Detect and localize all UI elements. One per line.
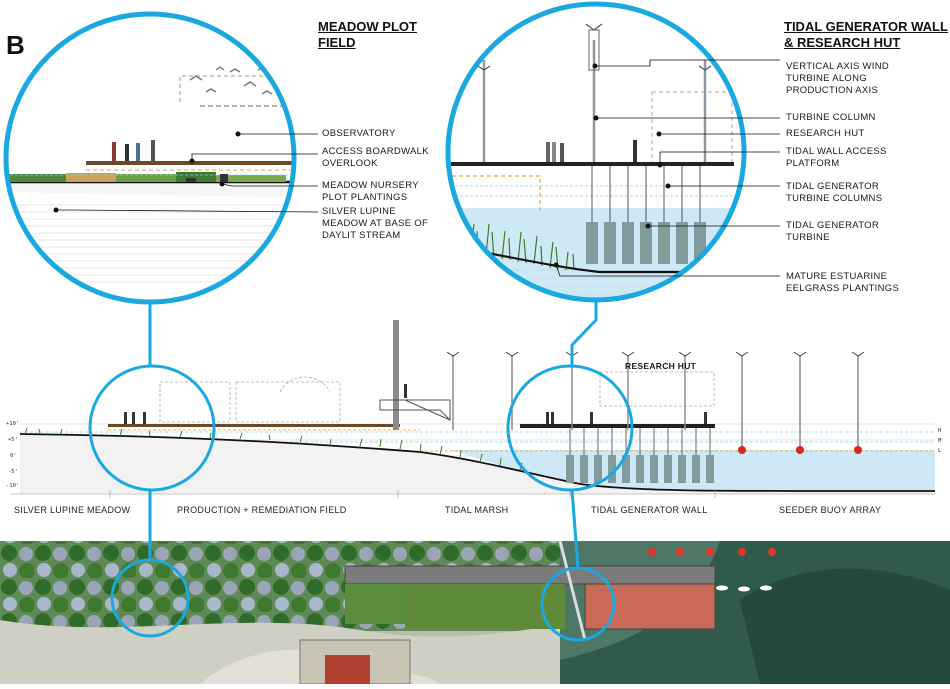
label-line: OVERLOOK bbox=[322, 158, 378, 169]
label-meadow-nursery: MEADOW NURSERY PLOT PLANTINGS bbox=[322, 180, 419, 204]
label-line: TURBINE bbox=[786, 232, 830, 243]
elevation-mark: +5' bbox=[8, 437, 18, 443]
label-observatory: OBSERVATORY bbox=[322, 128, 396, 140]
label-tidal-turbine: TIDAL GENERATOR TURBINE bbox=[786, 220, 879, 244]
panel-letter: B bbox=[6, 30, 25, 60]
elevation-mark: -5' bbox=[8, 469, 18, 475]
label-line: PRODUCTION AXIS bbox=[786, 85, 879, 96]
label-line: MATURE ESTUARINE bbox=[786, 271, 888, 282]
elevation-mark: +10' bbox=[6, 421, 20, 427]
label-line: TIDAL GENERATOR bbox=[786, 220, 880, 231]
aerial-plan bbox=[0, 541, 950, 684]
label-research-hut: RESEARCH HUT bbox=[786, 128, 865, 140]
callout-right-art bbox=[448, 4, 744, 300]
right-title-line: & RESEARCH HUT bbox=[784, 35, 901, 50]
right-title-line: TIDAL GENERATOR WALL bbox=[784, 19, 948, 34]
label-line: EELGRASS PLANTINGS bbox=[786, 283, 900, 294]
section-callout-ring-left bbox=[88, 364, 216, 492]
section-research-hut-label: RESEARCH HUT bbox=[625, 361, 697, 371]
label-line: PLOT PLANTINGS bbox=[322, 192, 408, 203]
label-line: TURBINE ALONG bbox=[786, 73, 867, 84]
label-line: TURBINE COLUMNS bbox=[786, 193, 883, 204]
elevation-mark: -10' bbox=[6, 483, 20, 489]
zone-label: PRODUCTION + REMEDIATION FIELD bbox=[177, 505, 347, 515]
label-line: VERTICAL AXIS WIND bbox=[786, 61, 890, 72]
label-wind-turbine: VERTICAL AXIS WIND TURBINE ALONG PRODUCT… bbox=[786, 61, 889, 97]
section-callout-ring-right bbox=[506, 364, 634, 492]
label-turbine-column: TURBINE COLUMN bbox=[786, 112, 876, 124]
label-tidal-turbine-columns: TIDAL GENERATOR TURBINE COLUMNS bbox=[786, 181, 882, 205]
label-line: TIDAL WALL ACCESS bbox=[786, 146, 887, 157]
zone-label: SEEDER BUOY ARRAY bbox=[779, 505, 882, 515]
label-line: TURBINE COLUMN bbox=[786, 112, 876, 123]
label-line: SILVER LUPINE bbox=[322, 206, 396, 217]
label-access-boardwalk: ACCESS BOARDWALK OVERLOOK bbox=[322, 146, 429, 170]
callout-ring-left bbox=[3, 11, 297, 305]
label-silver-lupine: SILVER LUPINE MEADOW AT BASE OF DAYLIT S… bbox=[322, 206, 428, 242]
label-line: OBSERVATORY bbox=[322, 128, 396, 139]
label-line: DAYLIT STREAM bbox=[322, 230, 401, 241]
callout-left-art bbox=[6, 14, 294, 302]
zone-label: SILVER LUPINE MEADOW bbox=[14, 505, 131, 515]
left-callout-title: MEADOW PLOT FIELD bbox=[318, 19, 417, 51]
label-line: TIDAL GENERATOR bbox=[786, 181, 880, 192]
label-line: PLATFORM bbox=[786, 158, 840, 169]
label-line: MEADOW NURSERY bbox=[322, 180, 419, 191]
tide-mark: M bbox=[938, 438, 942, 444]
label-line: MEADOW AT BASE OF bbox=[322, 218, 429, 229]
left-title-line: FIELD bbox=[318, 35, 356, 50]
long-section bbox=[10, 320, 936, 498]
label-line: RESEARCH HUT bbox=[786, 128, 865, 139]
tide-mark: L bbox=[938, 448, 942, 454]
zone-label: TIDAL MARSH bbox=[445, 505, 509, 515]
tide-mark: H bbox=[938, 428, 942, 434]
left-title-line: MEADOW PLOT bbox=[318, 19, 417, 34]
label-line: ACCESS BOARDWALK bbox=[322, 146, 429, 157]
elevation-mark: 0' bbox=[10, 453, 17, 459]
label-tidal-wall-platform: TIDAL WALL ACCESS PLATFORM bbox=[786, 146, 887, 170]
label-eelgrass: MATURE ESTUARINE EELGRASS PLANTINGS bbox=[786, 271, 899, 295]
zone-label: TIDAL GENERATOR WALL bbox=[591, 505, 708, 515]
right-callout-title: TIDAL GENERATOR WALL & RESEARCH HUT bbox=[784, 19, 948, 51]
